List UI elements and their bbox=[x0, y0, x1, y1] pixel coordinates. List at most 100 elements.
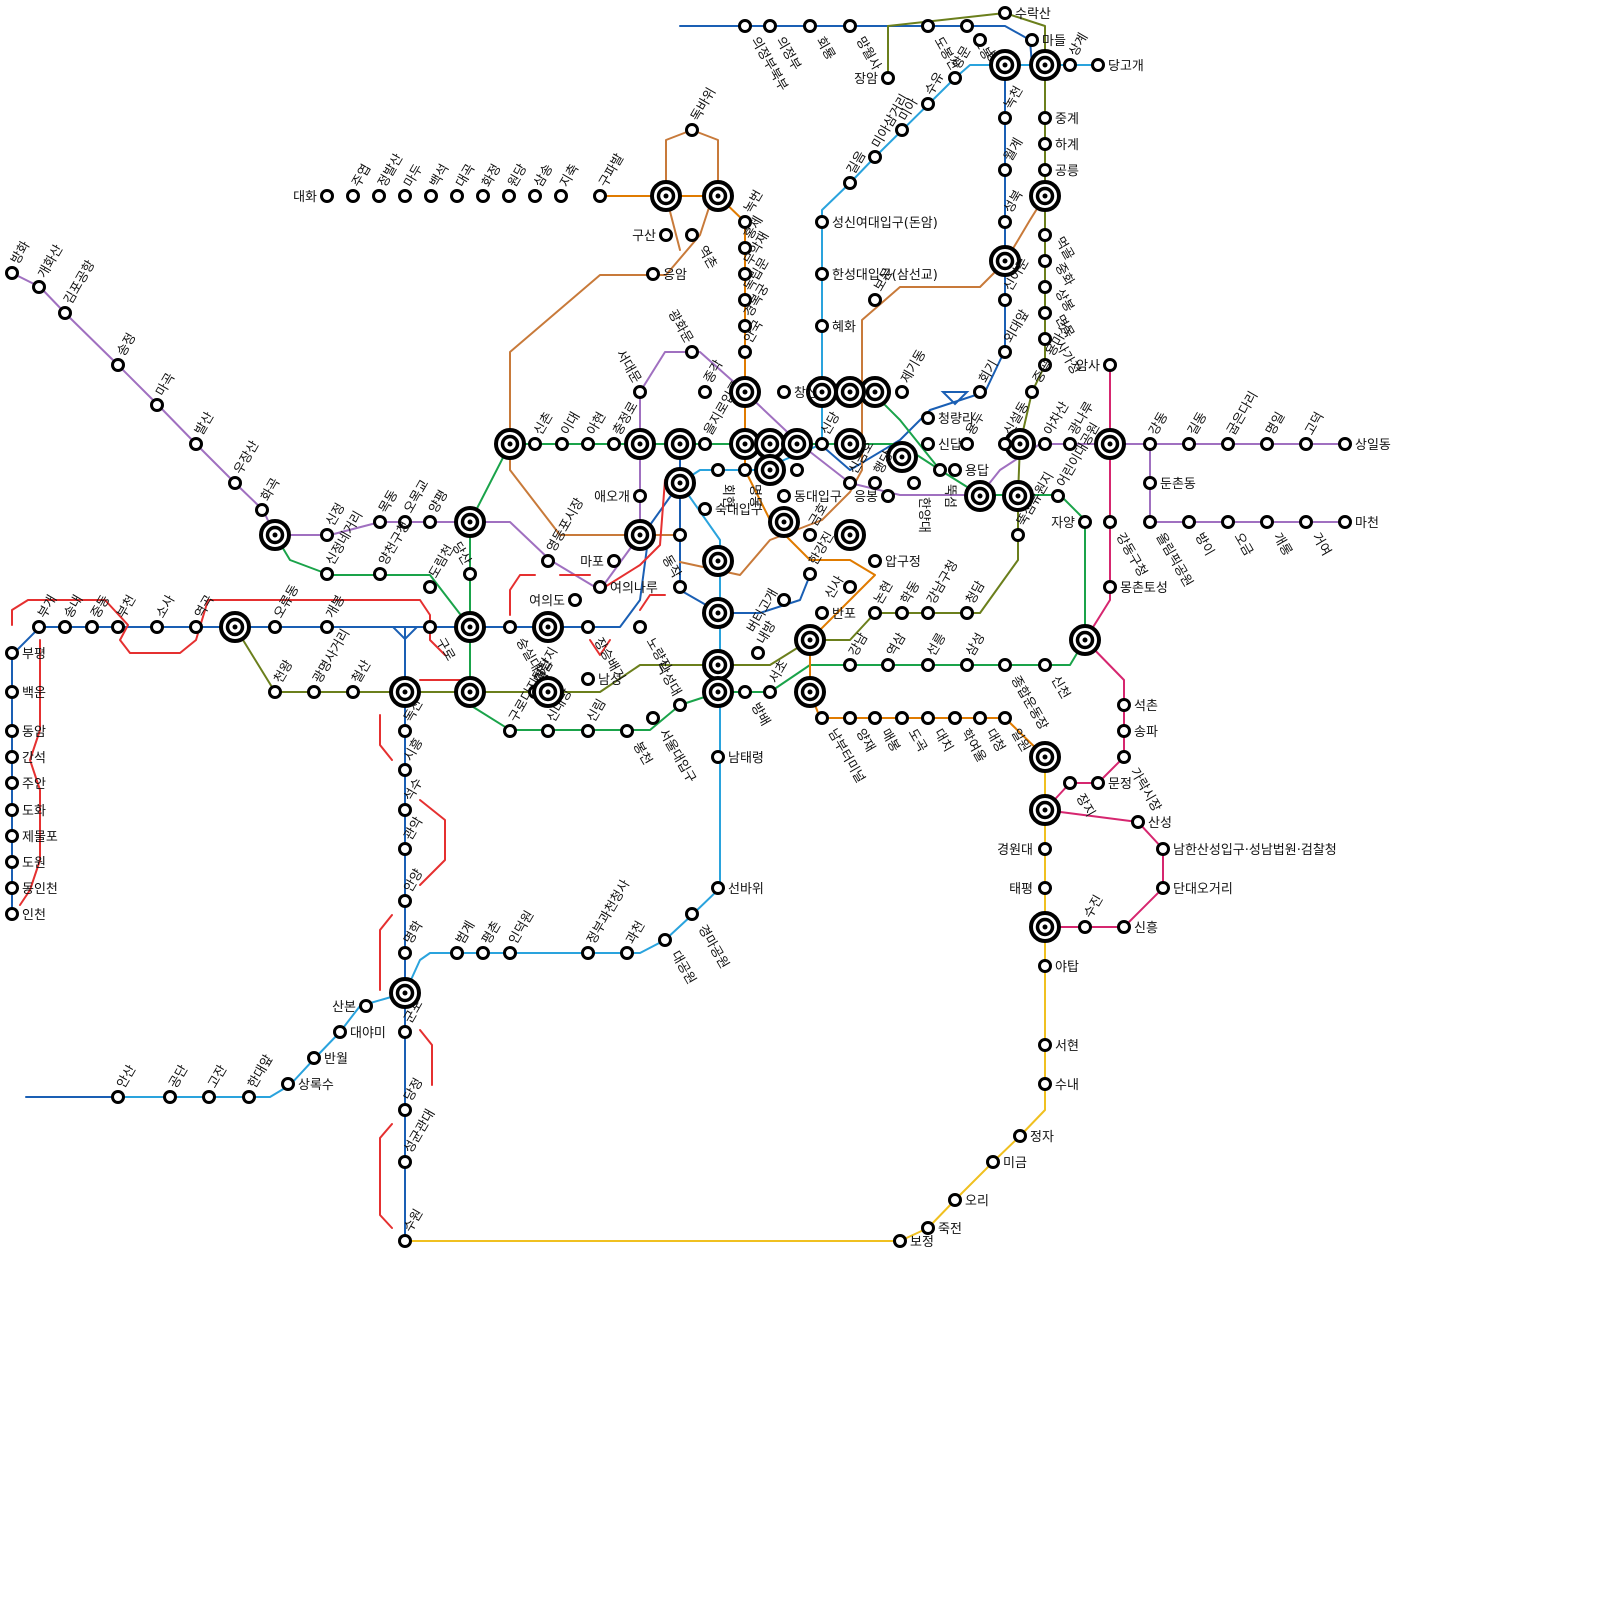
station-s287[interactable]: 반월 bbox=[307, 1051, 348, 1067]
station-s68[interactable]: 산성 bbox=[1131, 815, 1172, 831]
station-marker[interactable] bbox=[476, 189, 490, 203]
station-marker[interactable] bbox=[5, 881, 19, 895]
station-s211[interactable]: 화곡 bbox=[255, 476, 284, 517]
station-marker[interactable] bbox=[738, 319, 752, 333]
station-marker[interactable] bbox=[581, 437, 595, 451]
station-s154[interactable] bbox=[886, 441, 918, 473]
station-marker[interactable] bbox=[32, 620, 46, 634]
station-s197[interactable]: 인천 bbox=[5, 907, 46, 923]
station-marker[interactable] bbox=[843, 19, 857, 33]
station-marker[interactable] bbox=[815, 437, 829, 451]
transfer-station-marker[interactable] bbox=[1035, 747, 1055, 767]
station-marker[interactable] bbox=[960, 606, 974, 620]
station-marker[interactable] bbox=[698, 385, 712, 399]
station-s220[interactable]: 주엽 bbox=[346, 162, 375, 203]
station-marker[interactable] bbox=[320, 567, 334, 581]
station-marker[interactable] bbox=[933, 463, 947, 477]
station-marker[interactable] bbox=[463, 567, 477, 581]
station-marker[interactable] bbox=[790, 463, 804, 477]
station-marker[interactable] bbox=[1038, 1038, 1052, 1052]
station-marker[interactable] bbox=[398, 1155, 412, 1169]
station-s285[interactable]: 산본 bbox=[332, 999, 373, 1015]
station-s244[interactable]: 애오개 bbox=[594, 489, 647, 505]
station-marker[interactable] bbox=[881, 658, 895, 672]
station-marker[interactable] bbox=[986, 1155, 1000, 1169]
station-marker[interactable] bbox=[1143, 476, 1157, 490]
station-s165[interactable] bbox=[834, 376, 866, 408]
transfer-station-marker[interactable] bbox=[395, 682, 415, 702]
station-s278[interactable]: 경마공원 bbox=[685, 907, 732, 972]
station-marker[interactable] bbox=[998, 711, 1012, 725]
station-marker[interactable] bbox=[1143, 437, 1157, 451]
station-s63[interactable]: 송파 bbox=[1117, 724, 1158, 740]
station-s274[interactable]: 동작 bbox=[659, 553, 687, 594]
station-marker[interactable] bbox=[1038, 1077, 1052, 1091]
transfer-station-marker[interactable] bbox=[1035, 186, 1055, 206]
station-marker[interactable] bbox=[711, 881, 725, 895]
transfer-station-marker[interactable] bbox=[708, 551, 728, 571]
station-marker[interactable] bbox=[554, 189, 568, 203]
station-s238[interactable]: 독바위 bbox=[685, 85, 720, 137]
station-marker[interactable] bbox=[398, 724, 412, 738]
station-marker[interactable] bbox=[111, 358, 125, 372]
station-marker[interactable] bbox=[685, 907, 699, 921]
station-marker[interactable] bbox=[163, 1090, 177, 1104]
station-s82[interactable]: 오리 bbox=[948, 1193, 989, 1209]
station-s84[interactable]: 보정 bbox=[893, 1234, 934, 1250]
transfer-station-marker[interactable] bbox=[807, 637, 813, 643]
station-marker[interactable] bbox=[738, 215, 752, 229]
station-marker[interactable] bbox=[346, 189, 360, 203]
station-marker[interactable] bbox=[738, 293, 752, 307]
station-marker[interactable] bbox=[1011, 528, 1025, 542]
transfer-station-marker[interactable] bbox=[840, 434, 860, 454]
station-s171[interactable] bbox=[702, 597, 734, 629]
station-s127[interactable] bbox=[794, 676, 826, 708]
station-s58[interactable]: 마천 bbox=[1338, 515, 1379, 531]
station-marker[interactable] bbox=[1182, 437, 1196, 451]
station-s228[interactable]: 지축 bbox=[554, 162, 583, 203]
station-marker[interactable] bbox=[895, 385, 909, 399]
station-s106[interactable] bbox=[532, 611, 564, 643]
station-s260[interactable] bbox=[768, 506, 800, 538]
transfer-station-marker[interactable] bbox=[545, 624, 551, 630]
station-marker[interactable] bbox=[921, 19, 935, 33]
transfer-station-marker[interactable] bbox=[1010, 434, 1030, 454]
station-marker[interactable] bbox=[973, 33, 987, 47]
station-s44[interactable] bbox=[1094, 428, 1126, 460]
station-marker[interactable] bbox=[503, 620, 517, 634]
transfer-station-marker[interactable] bbox=[1017, 441, 1023, 447]
station-marker[interactable] bbox=[633, 385, 647, 399]
station-marker[interactable] bbox=[685, 345, 699, 359]
station-marker[interactable] bbox=[1299, 515, 1313, 529]
station-s4[interactable]: 당고개 bbox=[1091, 58, 1144, 74]
station-s149[interactable] bbox=[664, 428, 696, 460]
station-marker[interactable] bbox=[320, 620, 334, 634]
station-marker[interactable] bbox=[398, 189, 412, 203]
station-marker[interactable] bbox=[738, 19, 752, 33]
station-s130[interactable] bbox=[702, 676, 734, 708]
station-marker[interactable] bbox=[268, 620, 282, 634]
station-marker[interactable] bbox=[398, 894, 412, 908]
station-marker[interactable] bbox=[1025, 33, 1039, 47]
transfer-station-marker[interactable] bbox=[787, 434, 807, 454]
station-s22[interactable]: 혜화 bbox=[815, 319, 856, 335]
station-marker[interactable] bbox=[189, 620, 203, 634]
station-marker[interactable] bbox=[581, 724, 595, 738]
station-s60[interactable]: 몽촌토성 bbox=[1103, 580, 1168, 596]
station-marker[interactable] bbox=[1131, 815, 1145, 829]
station-s133[interactable]: 봉천 bbox=[620, 724, 655, 768]
station-s245[interactable] bbox=[624, 519, 656, 551]
station-marker[interactable] bbox=[320, 189, 334, 203]
station-s24[interactable]: 월계 bbox=[998, 136, 1027, 177]
transfer-station-marker[interactable] bbox=[500, 434, 520, 454]
station-marker[interactable] bbox=[751, 646, 765, 660]
station-marker[interactable] bbox=[242, 1090, 256, 1104]
station-s226[interactable]: 원당 bbox=[502, 162, 531, 203]
station-s33[interactable] bbox=[1029, 180, 1061, 212]
transfer-station-marker[interactable] bbox=[630, 525, 650, 545]
transfer-station-marker[interactable] bbox=[1015, 493, 1021, 499]
transfer-station-marker[interactable] bbox=[395, 983, 415, 1003]
transfer-station-marker[interactable] bbox=[460, 617, 480, 637]
station-s81[interactable]: 미금 bbox=[986, 1155, 1027, 1171]
station-marker[interactable] bbox=[581, 672, 595, 686]
